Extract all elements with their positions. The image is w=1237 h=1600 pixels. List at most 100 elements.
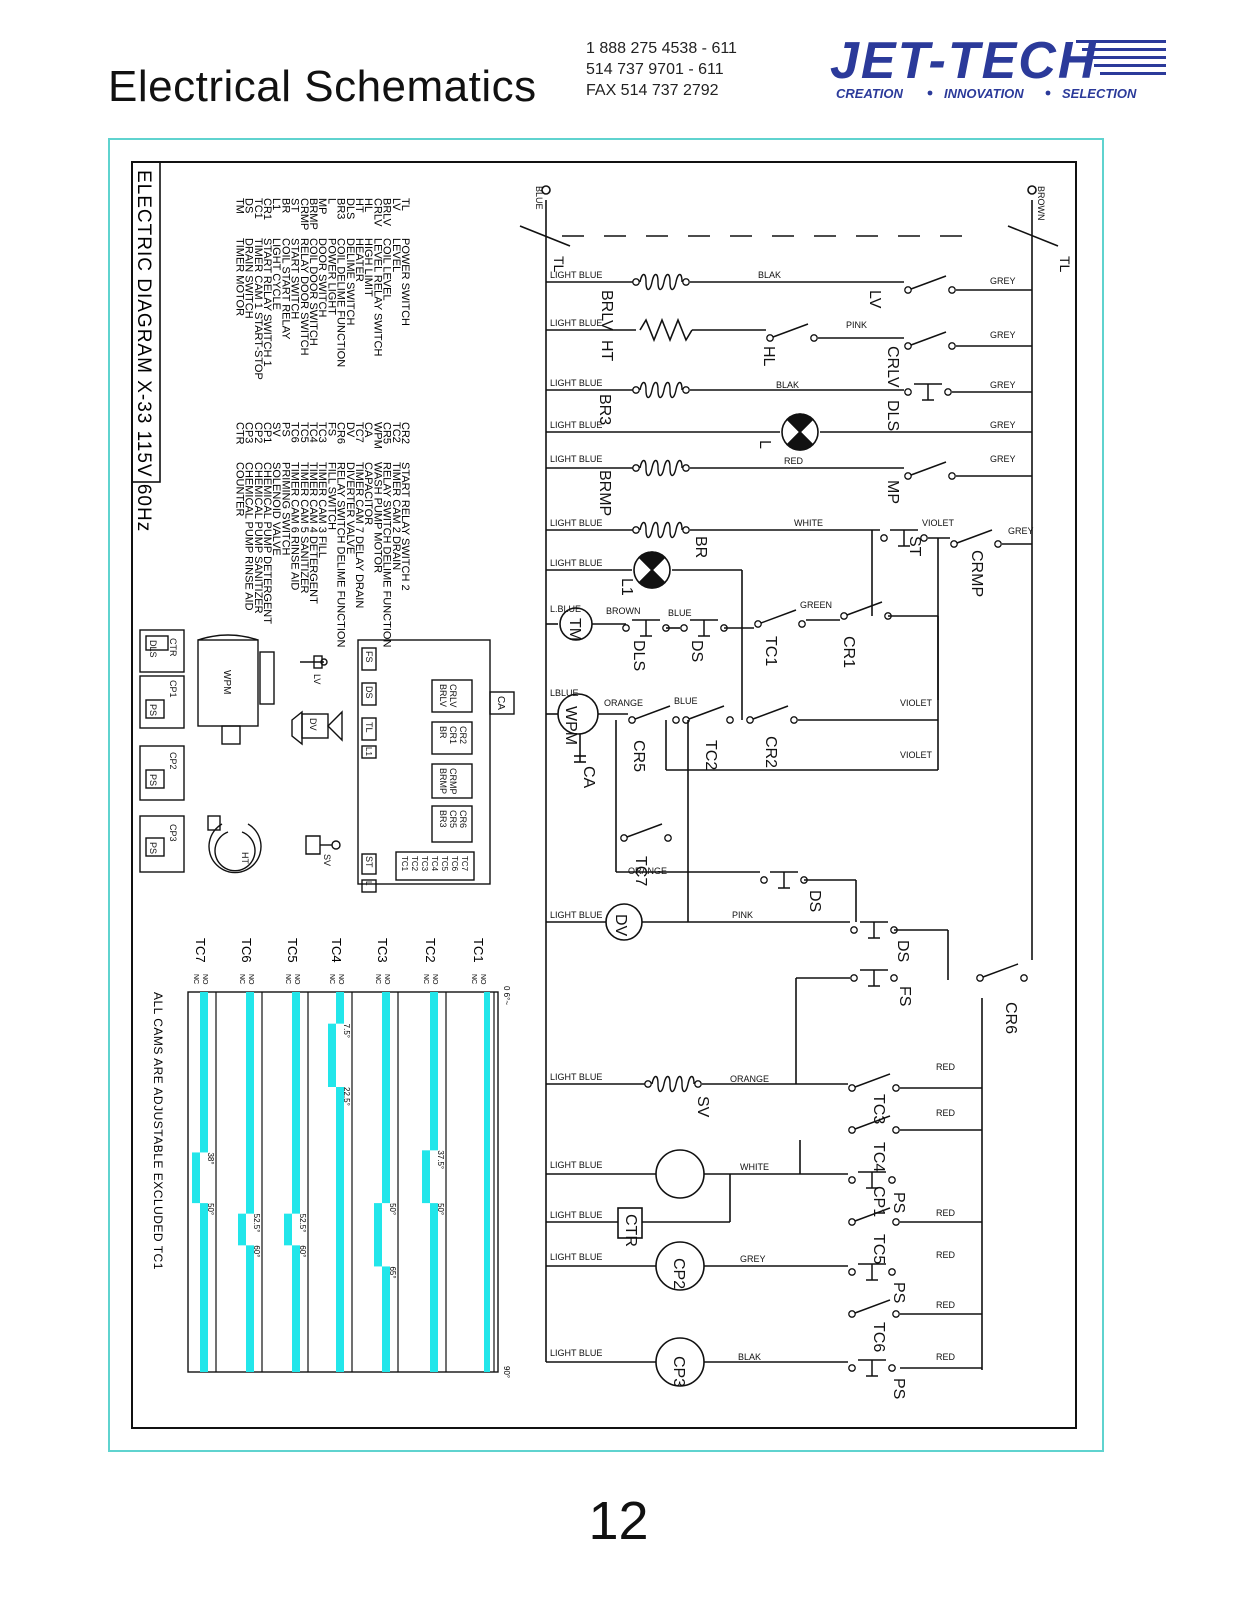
cam-end-label: 90° [502,1366,511,1378]
wire-label: RED [936,1108,956,1118]
wire-label: GREY [990,420,1016,430]
component-designator: CP1 [870,1186,887,1217]
wire-label: RED [784,456,804,466]
legend-code: TC5 [298,422,310,443]
wire-label: LIGHT BLUE [550,1160,602,1170]
wire-label: PINK [846,320,867,330]
wire-label: RED [936,1300,956,1310]
legend-code: TC1 [252,198,264,219]
svg-text:CTR: CTR [168,638,178,657]
cam-degree-label: 60° [298,1245,307,1257]
component-designator: HL [760,346,777,367]
cam-on-bar [336,1087,344,1372]
cam-on-bar [200,992,208,1153]
cam-contact-mark: NO [431,974,438,985]
cam-on-bar [292,1245,300,1372]
fax-line: FAX 514 737 2792 [586,82,719,99]
tl-right-label: TL [1057,256,1073,273]
component-designator: CRLV [884,346,901,388]
components-box: CA FS DS TL L1 ST L BRLV CRLV BR CR1 CR2… [357,639,515,893]
legend-code: ST [289,198,301,212]
schematic-frame [108,138,1104,1452]
wire-label: RED [936,1208,956,1218]
svg-text:TC6: TC6 [450,856,459,872]
cam-contact-mark: NO [337,974,344,985]
cam-contact-mark: NO [293,974,300,985]
component-designator: ST [906,536,923,557]
legend-description: TIMER CAM 1 START-STOP [252,238,264,380]
cam-degree-label: 7.5° [342,1024,351,1038]
legend-code: CRLV [371,198,383,227]
component-designator: CR6 [1002,1002,1019,1034]
wire-label: BLAK [776,380,799,390]
legend-code: TL [399,198,411,211]
svg-text:WPM: WPM [221,670,232,694]
cam-on-bar [382,992,390,1204]
component-designator: BRMP [596,470,613,516]
component-designator: TC4 [870,1142,887,1172]
legend-description: RELAY DOOR SWITCH [298,238,310,356]
wire-label: RED [936,1352,956,1362]
legend-description: CHEMICAL PUMP RINSE AID [243,462,255,611]
legend-code: FS [325,422,337,436]
svg-text:TC7: TC7 [460,856,469,872]
legend-code: CRMP [298,198,310,230]
phone-line-1: 1 888 275 4538 - 611 [586,40,737,57]
cam-contact-mark: NC [284,974,291,984]
legend-description: FILL SWITCH [325,462,337,530]
legend-description: LEVEL RELAY SWITCH [371,238,383,356]
legend-code: TC4 [307,422,319,443]
cam-contact-mark: NO [201,974,208,985]
cam-contact-mark: NO [479,974,486,985]
wire-label: BLUE [668,608,692,618]
legend-description: CHEMICAL PUMP SANITIZER [252,462,264,614]
page-number: 12 [588,1491,649,1551]
wire-label: ORANGE [628,866,667,876]
cam-label: TC3 [375,938,390,963]
component-designator: CTR [622,1214,639,1247]
legend-description: CHEMICAL PUMP DETERGENT [261,462,273,624]
legend-description: HEATER [353,238,365,282]
cam-contact-mark: NC [192,974,199,984]
legend-code: BR [279,198,291,213]
cam-degree-label: 37.5° [436,1150,445,1169]
wire-label: LIGHT BLUE [550,1210,602,1220]
wire-label: LIGHT BLUE [550,454,602,464]
component-designator: DLS [884,400,901,431]
component-designator: DS [806,890,823,912]
legend-description: TIMER MOTOR [233,238,245,316]
cam-label: TC4 [329,938,344,963]
wire-label: LIGHT BLUE [550,558,602,568]
svg-text:L1: L1 [364,747,373,756]
logo-wordmark: JET-TECH [830,32,1097,90]
component-designator: TC1 [762,636,779,666]
cam-degree-label: 22.5° [342,1087,351,1106]
svg-text:TC4: TC4 [430,856,439,872]
logo-tagline-1: CREATION [836,86,904,101]
cam-note: ALL CAMS ARE ADJUSTABLE EXCLUDED TC1 [151,992,165,1270]
wire-label: GREY [990,276,1016,286]
legend-code: CP2 [252,422,264,443]
svg-text:CP1: CP1 [168,680,178,698]
svg-text:ST: ST [364,856,374,868]
legend-code: HT [353,198,365,213]
legend-description: WASH PUMP MOTOR [371,462,383,573]
component-designator: TC2 [702,740,719,770]
svg-text:L: L [364,881,373,886]
legend-description: DIVERTER VALVE [344,462,356,554]
svg-text:CRMP: CRMP [448,768,458,795]
cam-off-bar [284,1213,292,1246]
svg-text:DLS: DLS [148,640,158,658]
svg-text:CR6: CR6 [458,810,468,828]
wire-label: L.BLUE [550,604,581,614]
diagram-title: ELECTRIC DIAGRAM X-33 115V 60Hz [133,170,154,532]
component-designator: HT [598,340,615,362]
cam-on-bar [382,1266,390,1372]
legend-code: L [325,198,337,204]
wire-label: LIGHT BLUE [550,378,602,388]
wire-label: BLUE [674,696,698,706]
svg-text:PS: PS [148,704,158,716]
